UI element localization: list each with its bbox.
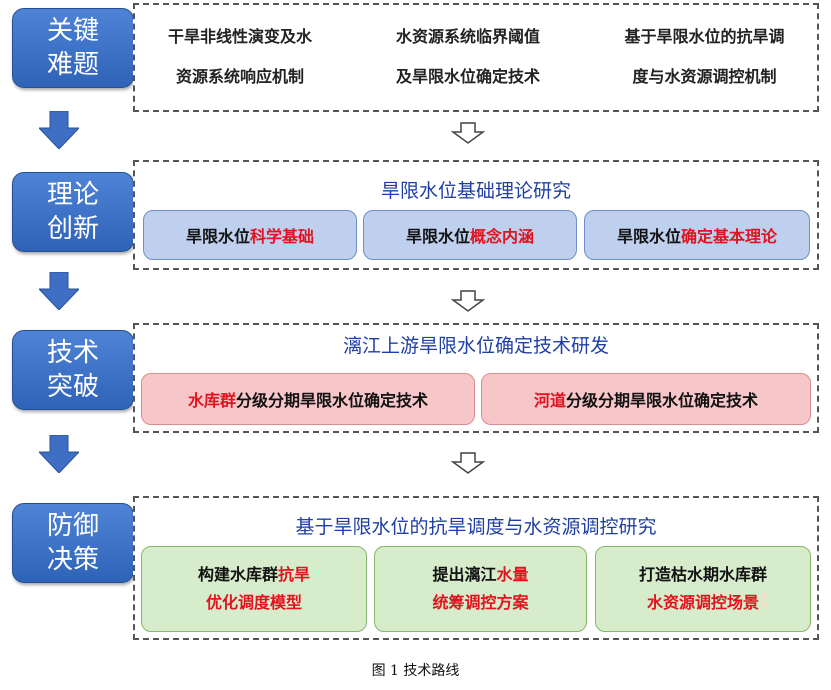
- chip-highlight: 优化调度模型: [205, 593, 302, 612]
- chip-text: 提出漓江: [432, 565, 497, 584]
- key-problem-line1: 水资源系统临界阈值: [395, 27, 540, 46]
- panel-title: 旱限水位基础理论研究: [380, 180, 571, 202]
- technology-panel: 漓江上游旱限水位确定技术研发 水库群分级分期旱限水位确定技术 河道分级分期旱限水…: [133, 323, 819, 433]
- key-problem-line2: 度与水资源调控机制: [632, 67, 777, 86]
- key-problem-1: 干旱非线性演变及水 资源系统响应机制: [140, 17, 340, 97]
- hollow-down-arrow-icon: [451, 452, 485, 474]
- decision-panel: 基于旱限水位的抗旱调度与水资源调控研究 构建水库群抗旱 优化调度模型 提出漓江水…: [133, 496, 819, 640]
- decision-item-3: 打造枯水期水库群 水资源调控场景: [595, 546, 811, 632]
- decision-item-2: 提出漓江水量 统筹调控方案: [374, 546, 587, 632]
- chip-text: 旱限水位: [185, 227, 250, 246]
- stage-theory-innovation: 理论 创新: [12, 172, 134, 252]
- chip-text: 分级分期旱限水位确定技术: [236, 391, 429, 410]
- chip-text: 旱限水位: [405, 227, 470, 246]
- chip-highlight: 抗旱: [278, 565, 311, 584]
- stage-label-line2: 难题: [46, 50, 99, 80]
- stage-tech-breakthrough: 技术 突破: [12, 330, 134, 410]
- key-problem-line1: 干旱非线性演变及水: [167, 27, 312, 46]
- down-arrow-icon: [39, 111, 79, 149]
- key-problem-line1: 基于旱限水位的抗旱调: [624, 27, 785, 46]
- stage-defense-decision: 防御 决策: [12, 503, 134, 583]
- figure-caption: 图 1 技术路线: [371, 663, 460, 679]
- theory-item-1: 旱限水位科学基础: [143, 210, 357, 260]
- theory-item-3: 旱限水位确定基本理论: [584, 210, 810, 260]
- hollow-down-arrow-icon: [451, 122, 485, 144]
- chip-highlight: 水库群: [187, 391, 236, 410]
- down-arrow-icon: [39, 272, 79, 310]
- technology-item-2: 河道分级分期旱限水位确定技术: [481, 373, 811, 425]
- chip-line2: 统筹调控方案: [432, 589, 528, 617]
- stage-label-line1: 理论: [46, 180, 99, 210]
- chip-line1: 打造枯水期水库群: [639, 561, 767, 589]
- panel-title: 漓江上游旱限水位确定技术研发: [342, 335, 609, 357]
- decision-item-1: 构建水库群抗旱 优化调度模型: [141, 546, 367, 632]
- chip-highlight: 确定基本理论: [681, 227, 778, 246]
- chip-line1: 构建水库群抗旱: [198, 561, 310, 589]
- chip-text: 构建水库群: [197, 565, 278, 584]
- chip-highlight: 河道: [533, 391, 566, 410]
- chip-line2: 优化调度模型: [206, 589, 302, 617]
- stage-label-line2: 创新: [46, 214, 99, 244]
- chip-text: 旱限水位: [616, 227, 681, 246]
- chip-line2: 水资源调控场景: [647, 589, 759, 617]
- chip-text: 打造枯水期水库群: [638, 565, 767, 584]
- stage-label-line2: 决策: [46, 545, 99, 575]
- hollow-down-arrow-icon: [451, 290, 485, 312]
- stage-label-line1: 关键: [46, 16, 99, 46]
- stage-label-line1: 防御: [46, 511, 99, 541]
- chip-highlight: 水量: [496, 565, 529, 584]
- stage-label-line2: 突破: [46, 372, 99, 402]
- theory-item-2: 旱限水位概念内涵: [363, 210, 577, 260]
- chip-highlight: 水资源调控场景: [646, 593, 759, 612]
- chip-highlight: 概念内涵: [470, 227, 535, 246]
- technology-item-1: 水库群分级分期旱限水位确定技术: [141, 373, 475, 425]
- panel-title: 基于旱限水位的抗旱调度与水资源调控研究: [295, 516, 657, 538]
- chip-line1: 提出漓江水量: [432, 561, 528, 589]
- down-arrow-icon: [39, 435, 79, 473]
- key-problems-panel: 干旱非线性演变及水 资源系统响应机制 水资源系统临界阈值 及旱限水位确定技术 基…: [133, 3, 819, 112]
- key-problem-2: 水资源系统临界阈值 及旱限水位确定技术: [368, 17, 568, 97]
- chip-text: 分级分期旱限水位确定技术: [566, 391, 759, 410]
- theory-panel: 旱限水位基础理论研究 旱限水位科学基础 旱限水位概念内涵 旱限水位确定基本理论: [133, 160, 819, 270]
- key-problem-line2: 及旱限水位确定技术: [395, 67, 540, 86]
- chip-highlight: 统筹调控方案: [432, 593, 529, 612]
- key-problem-3: 基于旱限水位的抗旱调 度与水资源调控机制: [597, 17, 812, 97]
- key-problem-line2: 资源系统响应机制: [175, 67, 304, 86]
- stage-label-line1: 技术: [46, 338, 99, 368]
- stage-key-problems: 关键 难题: [12, 8, 134, 88]
- chip-highlight: 科学基础: [250, 227, 315, 246]
